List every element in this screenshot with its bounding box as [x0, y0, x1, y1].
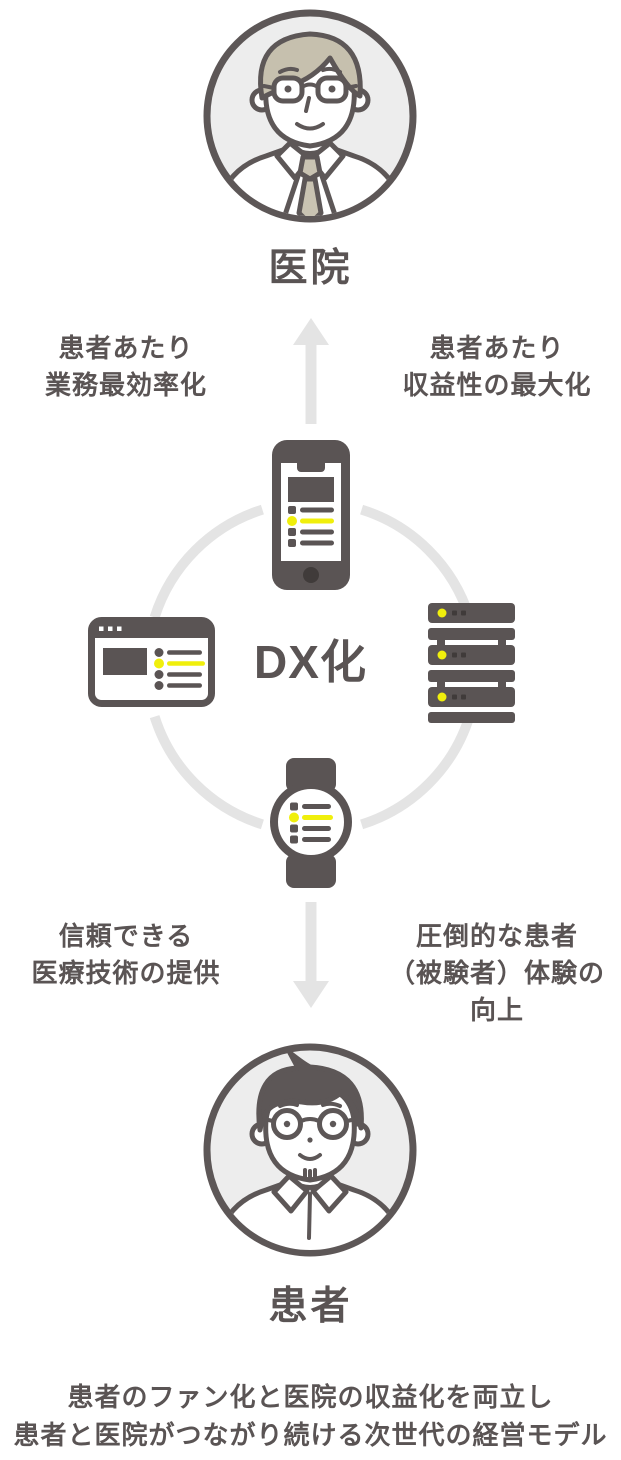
- benefit-bottom-left: 信頼できる 医療技術の提供: [31, 921, 221, 988]
- patient-avatar: [202, 1042, 418, 1258]
- dx-label: DX化: [254, 636, 367, 688]
- doctor-illustration-icon: [203, 9, 417, 223]
- benefit-top-right: 患者あたり 収益性の最大化: [402, 333, 592, 400]
- clinic-label: 医院: [268, 247, 353, 290]
- cycle-arcs-icon: [149, 504, 475, 830]
- benefit-bottom-right: 圧倒的な患者 （被験者）体験の向上: [388, 921, 605, 1025]
- server-icon: [428, 603, 515, 723]
- smartwatch-icon: [270, 758, 352, 888]
- arrow-up-icon: [293, 318, 329, 424]
- clinic-avatar: [202, 8, 418, 224]
- patient-label: 患者: [268, 1285, 353, 1328]
- smartphone-icon: [272, 440, 350, 590]
- caption-text: 患者のファン化と医院の収益化を両立し 患者と医院がつながり続ける次世代の経営モデ…: [13, 1382, 608, 1450]
- patient-illustration-icon: [203, 1043, 417, 1257]
- arrow-down-icon: [293, 902, 329, 1008]
- browser-window-icon: [88, 617, 215, 707]
- benefit-top-left: 患者あたり 業務最効率化: [44, 333, 207, 400]
